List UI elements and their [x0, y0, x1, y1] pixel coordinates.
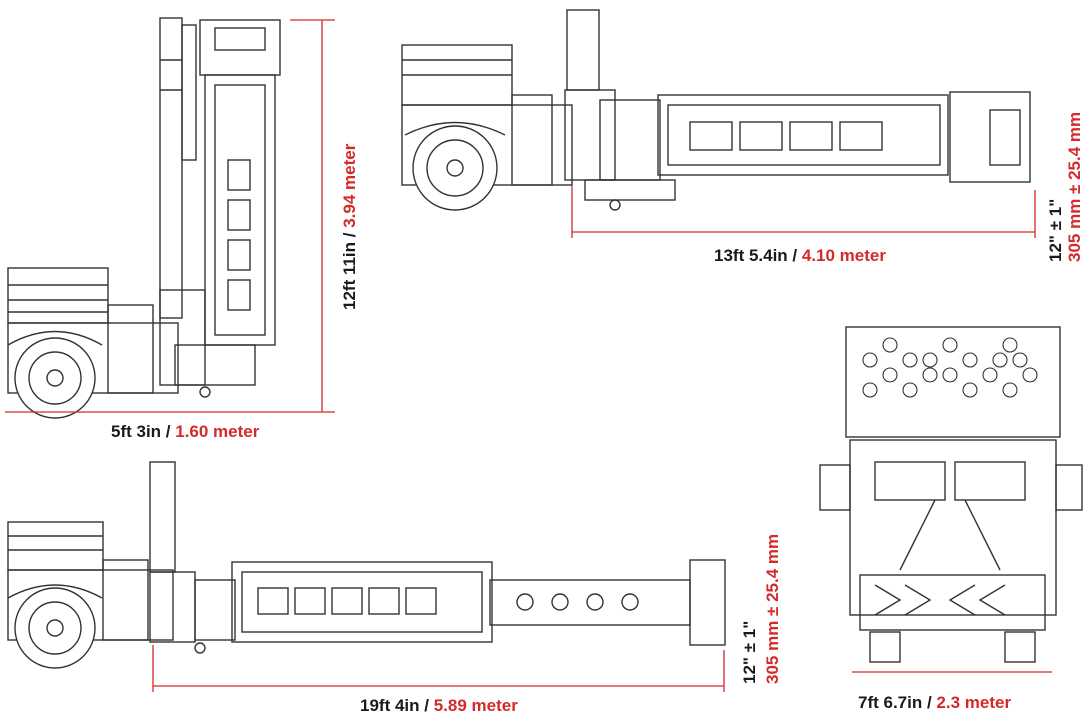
rear-width-label: 7ft 6.7in / 2.3 meter: [858, 694, 1011, 711]
raised-width-imperial: 5ft 3in: [111, 422, 162, 441]
top-right-height-imperial: 12" ± 1": [1046, 198, 1065, 262]
extended-view-arm: [149, 461, 726, 654]
rear-width-separator: /: [922, 693, 937, 712]
extended-height-imperial: 12" ± 1": [740, 620, 759, 684]
raised-height-metric: 3.94 meter: [340, 143, 359, 228]
raised-view-arm: [159, 17, 281, 398]
top-right-height-imperial-label: 12" ± 1": [1046, 198, 1065, 262]
extended-height-metric: 305 mm ± 25.4 mm: [763, 533, 782, 684]
rear-width-metric: 2.3 meter: [936, 693, 1012, 712]
rear-view-truck: [819, 326, 1083, 663]
raised-width-label: 5ft 3in / 1.60 meter: [111, 423, 259, 440]
extended-length-separator: /: [419, 696, 434, 715]
raised-height-label: 12ft 11in / 3.94 meter: [340, 143, 359, 310]
top-right-length-separator: /: [787, 246, 802, 265]
raised-view-truck: [7, 267, 179, 419]
raised-width-metric: 1.60 meter: [175, 422, 260, 441]
top-right-length-imperial: 13ft 5.4in: [714, 246, 788, 265]
top-right-length-dimension-line: [571, 185, 1036, 238]
extended-height-metric-label: 305 mm ± 25.4 mm: [763, 533, 782, 684]
raised-width-separator: /: [161, 422, 176, 441]
top-right-height-metric: 305 mm ± 25.4 mm: [1065, 111, 1084, 262]
extended-length-imperial: 19ft 4in: [360, 696, 420, 715]
top-right-length-metric: 4.10 meter: [801, 246, 886, 265]
extended-length-metric: 5.89 meter: [433, 696, 518, 715]
extended-view-truck: [7, 521, 174, 669]
extended-length-label: 19ft 4in / 5.89 meter: [360, 697, 518, 714]
raised-height-imperial: 12ft 11in: [340, 241, 359, 310]
extended-height-imperial-label: 12" ± 1": [740, 620, 759, 684]
extended-length-dimension-line: [152, 645, 725, 692]
raised-height-dimension-line: [290, 19, 335, 413]
rear-width-imperial: 7ft 6.7in: [858, 693, 923, 712]
raised-height-separator: /: [340, 227, 359, 242]
top-right-length-label: 13ft 5.4in / 4.10 meter: [714, 247, 886, 264]
top-right-height-metric-label: 305 mm ± 25.4 mm: [1065, 111, 1084, 262]
top-right-view-arm: [564, 9, 1031, 211]
top-right-view-truck: [401, 44, 573, 211]
